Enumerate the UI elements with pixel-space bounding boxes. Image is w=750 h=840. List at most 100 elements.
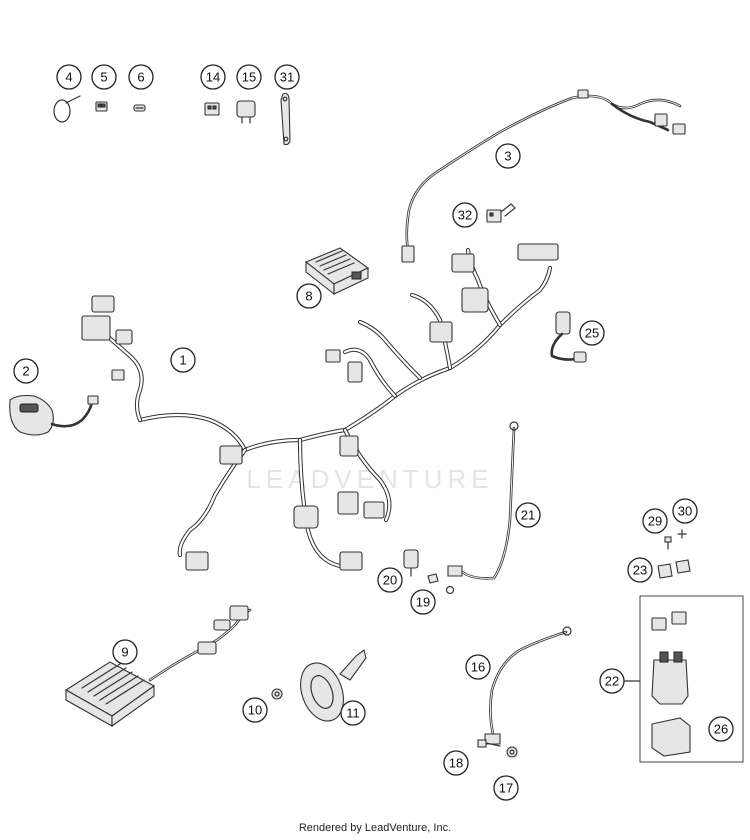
part-3-wiring-loom[interactable] <box>401 89 686 263</box>
callout-16-circle <box>465 654 491 680</box>
callout-31[interactable]: 31 <box>274 64 300 90</box>
callout-16[interactable]: 16 <box>465 654 491 680</box>
part-4-cable-tie[interactable] <box>53 95 81 123</box>
callout-29-circle <box>642 508 668 534</box>
callout-26[interactable]: 26 <box>708 716 734 742</box>
callout-4-label: 4 <box>65 70 72 85</box>
part-18-bolt[interactable] <box>477 739 501 748</box>
callout-10[interactable]: 10 <box>242 697 268 723</box>
callout-29-label: 29 <box>648 514 662 529</box>
callout-9-label: 9 <box>121 645 128 660</box>
callout-22-circle <box>599 668 625 694</box>
part-6-bulb[interactable] <box>133 104 146 112</box>
callout-2-label: 2 <box>22 364 29 379</box>
part-21-cable[interactable] <box>445 421 519 595</box>
callout-2[interactable]: 2 <box>13 358 39 384</box>
callout-3-label: 3 <box>504 149 511 164</box>
callout-11[interactable]: 11 <box>340 700 366 726</box>
part-26-cover[interactable] <box>651 717 691 757</box>
callout-1-label: 1 <box>179 353 186 368</box>
part-9-regulator[interactable] <box>64 605 252 728</box>
callout-18-circle <box>443 750 469 776</box>
part-17-nut[interactable] <box>506 746 518 758</box>
callout-4-circle <box>56 64 82 90</box>
callout-21-circle <box>515 502 541 528</box>
callout-20-circle <box>377 567 403 593</box>
part-23-rubber-cover[interactable] <box>657 559 691 579</box>
callout-30-circle <box>672 498 698 524</box>
part-25-sensor[interactable] <box>550 311 587 363</box>
part-11-horn[interactable] <box>293 649 367 727</box>
callout-18[interactable]: 18 <box>443 750 469 776</box>
callout-26-circle <box>708 716 734 742</box>
callout-23-label: 23 <box>633 563 647 578</box>
callout-22[interactable]: 22 <box>599 668 625 694</box>
part-8-control-unit[interactable] <box>304 247 370 296</box>
callout-9-circle <box>112 639 138 665</box>
callout-23-circle <box>627 557 653 583</box>
part-31-bracket[interactable] <box>280 92 291 146</box>
callout-19-circle <box>410 589 436 615</box>
callout-1[interactable]: 1 <box>170 347 196 373</box>
callout-21[interactable]: 21 <box>515 502 541 528</box>
footer-credit: Rendered by LeadVenture, Inc. <box>298 822 452 834</box>
callout-20-label: 20 <box>383 573 397 588</box>
callout-31-circle <box>274 64 300 90</box>
callout-2-circle <box>13 358 39 384</box>
callout-32[interactable]: 32 <box>452 202 478 228</box>
callout-6-circle <box>128 64 154 90</box>
part-22-starter-relay[interactable] <box>651 611 689 705</box>
callout-31-label: 31 <box>280 70 294 85</box>
callout-10-circle <box>242 697 268 723</box>
callout-19-label: 19 <box>416 595 430 610</box>
callout-3-circle <box>495 143 521 169</box>
callout-23[interactable]: 23 <box>627 557 653 583</box>
callout-25[interactable]: 25 <box>579 320 605 346</box>
callout-6[interactable]: 6 <box>128 64 154 90</box>
part-32-connector[interactable] <box>486 203 516 223</box>
part-16-cable[interactable] <box>484 626 572 745</box>
callout-19[interactable]: 19 <box>410 589 436 615</box>
callout-26-label: 26 <box>714 722 728 737</box>
callout-5-label: 5 <box>100 70 107 85</box>
callout-15-circle <box>236 64 262 90</box>
callout-9[interactable]: 9 <box>112 639 138 665</box>
part-5-connector[interactable] <box>95 101 108 112</box>
part-19-nut[interactable] <box>427 573 439 584</box>
callout-11-circle <box>340 700 366 726</box>
callout-25-circle <box>579 320 605 346</box>
callout-30[interactable]: 30 <box>672 498 698 524</box>
callout-17-circle <box>493 775 519 801</box>
part-30-screw[interactable] <box>677 529 687 539</box>
callout-8[interactable]: 8 <box>296 283 322 309</box>
callout-22-label: 22 <box>605 674 619 689</box>
part-20-sensor[interactable] <box>403 549 419 577</box>
part-2-switch[interactable] <box>9 394 99 436</box>
callout-17-label: 17 <box>499 781 513 796</box>
callout-21-label: 21 <box>521 508 535 523</box>
callout-8-circle <box>296 283 322 309</box>
part-29-screw[interactable] <box>664 536 672 550</box>
callout-5[interactable]: 5 <box>91 64 117 90</box>
callout-20[interactable]: 20 <box>377 567 403 593</box>
part-14-connector[interactable] <box>204 102 220 116</box>
part-10-nut[interactable] <box>271 688 283 700</box>
callout-15[interactable]: 15 <box>236 64 262 90</box>
part-1-main-harness[interactable] <box>81 243 559 571</box>
callout-14-circle <box>200 64 226 90</box>
callout-32-circle <box>452 202 478 228</box>
part-15-relay[interactable] <box>236 100 256 124</box>
callout-30-label: 30 <box>678 504 692 519</box>
callout-14[interactable]: 14 <box>200 64 226 90</box>
callout-6-label: 6 <box>137 70 144 85</box>
callout-29[interactable]: 29 <box>642 508 668 534</box>
callout-17[interactable]: 17 <box>493 775 519 801</box>
callout-11-label: 11 <box>346 706 360 721</box>
callout-5-circle <box>91 64 117 90</box>
callout-3[interactable]: 3 <box>495 143 521 169</box>
part-22-group-box <box>639 595 744 763</box>
callout-16-label: 16 <box>471 660 485 675</box>
callout-1-circle <box>170 347 196 373</box>
callout-4[interactable]: 4 <box>56 64 82 90</box>
